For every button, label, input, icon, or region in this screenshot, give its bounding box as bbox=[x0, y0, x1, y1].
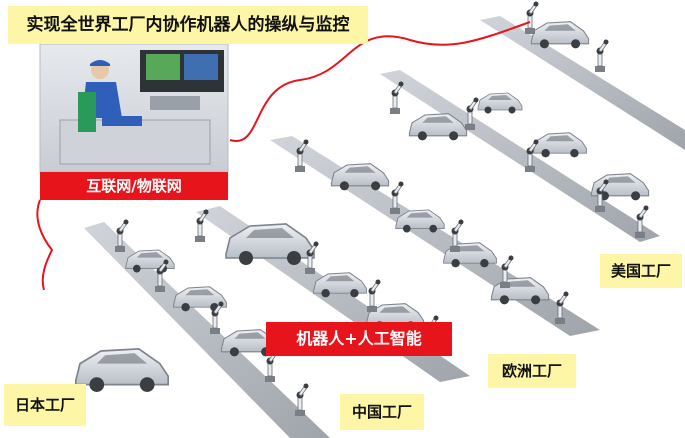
factory-label-usa: 美国工厂 bbox=[600, 254, 682, 288]
robot-arm-icon bbox=[594, 39, 609, 73]
robot-arm-icon bbox=[294, 383, 309, 417]
car-row-china bbox=[225, 223, 425, 332]
network-label: 互联网/物联网 bbox=[40, 172, 228, 200]
network-connection-line-lower bbox=[36, 199, 54, 291]
page-title: 实现全世界工厂内协作机器人的操纵与监控 bbox=[8, 6, 368, 44]
factory-label-china: 中国工厂 bbox=[340, 394, 424, 430]
car-icon bbox=[477, 92, 523, 114]
network-connection-line bbox=[229, 21, 531, 143]
operator-icon bbox=[78, 60, 142, 132]
car-icon bbox=[532, 132, 588, 158]
car-icon bbox=[530, 21, 590, 49]
robot-arm-icon bbox=[389, 81, 404, 115]
control-room bbox=[39, 43, 229, 173]
factory-label-japan: 日本工厂 bbox=[4, 384, 86, 426]
ai-label: 机器人+人工智能 bbox=[266, 322, 452, 356]
car-icon bbox=[74, 347, 170, 394]
factory-label-europe: 欧洲工厂 bbox=[488, 354, 576, 388]
